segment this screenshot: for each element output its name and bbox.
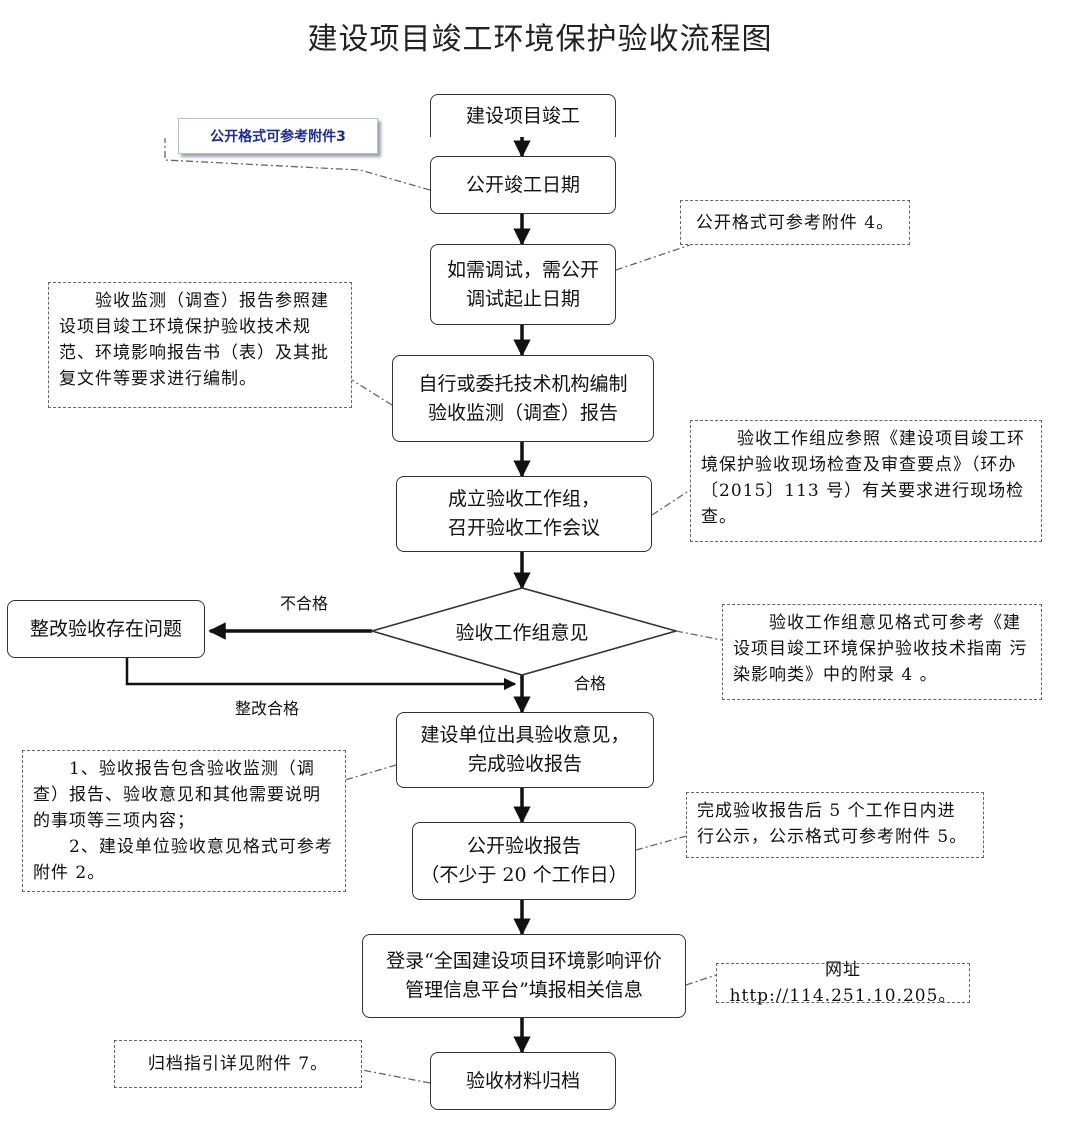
leader-s3 bbox=[615, 244, 691, 271]
step-publish-acceptance-report: 公开验收报告 （不少于 20 个工作日） bbox=[412, 822, 636, 900]
step-compile-monitoring-report: 自行或委托技术机构编制 验收监测（调查）报告 bbox=[392, 355, 654, 442]
label-rectified: 整改合格 bbox=[235, 699, 300, 718]
step-publish-completion-date: 公开竣工日期 bbox=[430, 156, 616, 214]
step-form-acceptance-group: 成立验收工作组， 召开验收工作会议 bbox=[396, 476, 652, 552]
note-report-standards: 验收监测（调查）报告参照建设项目竣工环境保护验收技术规范、环境影响报告书（表）及… bbox=[48, 282, 352, 408]
step-project-completed: 建设项目竣工 bbox=[430, 94, 616, 137]
leader-decision bbox=[675, 630, 723, 641]
leader-s9 bbox=[361, 1069, 431, 1084]
note-site-inspection: 验收工作组应参照《建设项目竣工环境保护验收现场检查及审查要点》（环办〔2015〕… bbox=[690, 420, 1042, 542]
leader-s6 bbox=[344, 764, 397, 781]
arrow-rectified bbox=[125, 658, 517, 691]
step-archive-materials: 验收材料归档 bbox=[430, 1052, 616, 1110]
step-rectify-issues: 整改验收存在问题 bbox=[7, 600, 205, 658]
decision-label: 验收工作组意见 bbox=[455, 622, 589, 644]
leader-s7 bbox=[635, 834, 691, 851]
page-title: 建设项目竣工环境保护验收流程图 bbox=[307, 22, 773, 57]
label-pass: 合格 bbox=[574, 674, 607, 693]
label-fail: 不合格 bbox=[280, 594, 329, 613]
leader-s5 bbox=[651, 489, 691, 516]
note-report-contents: 1、验收报告包含验收监测（调查）报告、验收意见和其他需要说明的事项等三项内容； … bbox=[22, 750, 346, 892]
note-platform-url: 网址 http://114.251.10.205。 bbox=[716, 960, 970, 1006]
step-publish-debug-dates: 如需调试，需公开 调试起止日期 bbox=[430, 244, 616, 325]
note-publicity-attachment-5: 完成验收报告后 5 个工作日内进行公示，公示格式可参考附件 5。 bbox=[686, 792, 984, 858]
note-opinion-format: 验收工作组意见格式可参考《建设项目竣工环境保护验收技术指南 污染影响类》中的附录… bbox=[722, 604, 1042, 700]
leader-badge bbox=[164, 138, 431, 191]
note-archive-attachment-7: 归档指引详见附件 7。 bbox=[114, 1040, 362, 1088]
step-issue-acceptance-opinion: 建设单位出具验收意见， 完成验收报告 bbox=[396, 712, 654, 788]
step-register-platform: 登录“全国建设项目环境影响评价 管理信息平台”填报相关信息 bbox=[362, 934, 686, 1018]
leader-s4 bbox=[351, 379, 393, 406]
note-attachment-3-badge: 公开格式可参考附件3 bbox=[178, 118, 378, 154]
note-attachment-4: 公开格式可参考附件 4。 bbox=[680, 200, 910, 245]
leader-s8 bbox=[685, 974, 717, 986]
